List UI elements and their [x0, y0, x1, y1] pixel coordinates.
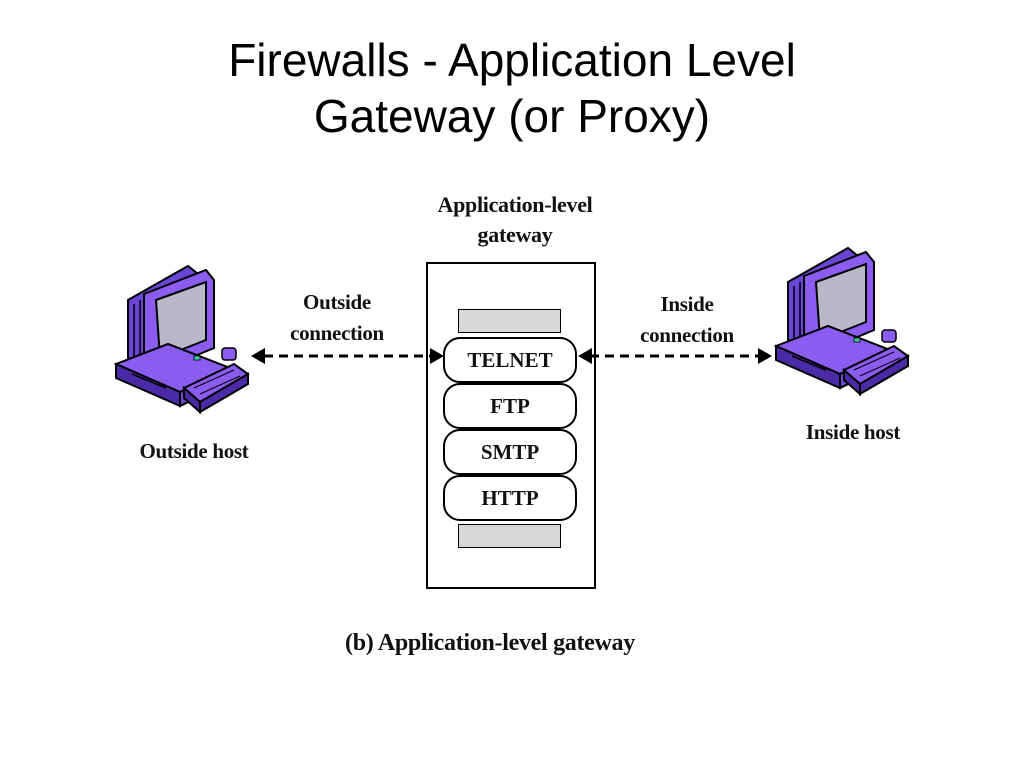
protocol-smtp: SMTP — [443, 429, 577, 475]
diagram-caption: (b) Application-level gateway — [345, 630, 635, 656]
inside-connection-arrow — [578, 348, 772, 364]
gateway-pad-bottom — [458, 524, 561, 548]
gateway-pad-top — [458, 309, 561, 333]
protocol-telnet: TELNET — [443, 337, 577, 383]
protocol-ftp: FTP — [443, 383, 577, 429]
outside-connection-label: Outside connection — [290, 290, 384, 345]
title-line-2: Gateway (or Proxy) — [313, 90, 711, 142]
inside-host-computer-icon — [775, 247, 909, 395]
title-line-1: Firewalls - Application Level — [228, 34, 796, 86]
gateway-label: Application-level gateway — [437, 192, 593, 247]
outside-host-computer-icon — [115, 265, 249, 413]
protocol-http: HTTP — [443, 475, 577, 521]
slide-title: Firewalls - Application Level Gateway (o… — [0, 32, 1024, 144]
inside-host-label: Inside host — [805, 420, 901, 444]
inside-connection-label: Inside connection — [640, 292, 734, 347]
outside-connection-arrow — [251, 348, 444, 364]
outside-host-label: Outside host — [139, 439, 249, 463]
